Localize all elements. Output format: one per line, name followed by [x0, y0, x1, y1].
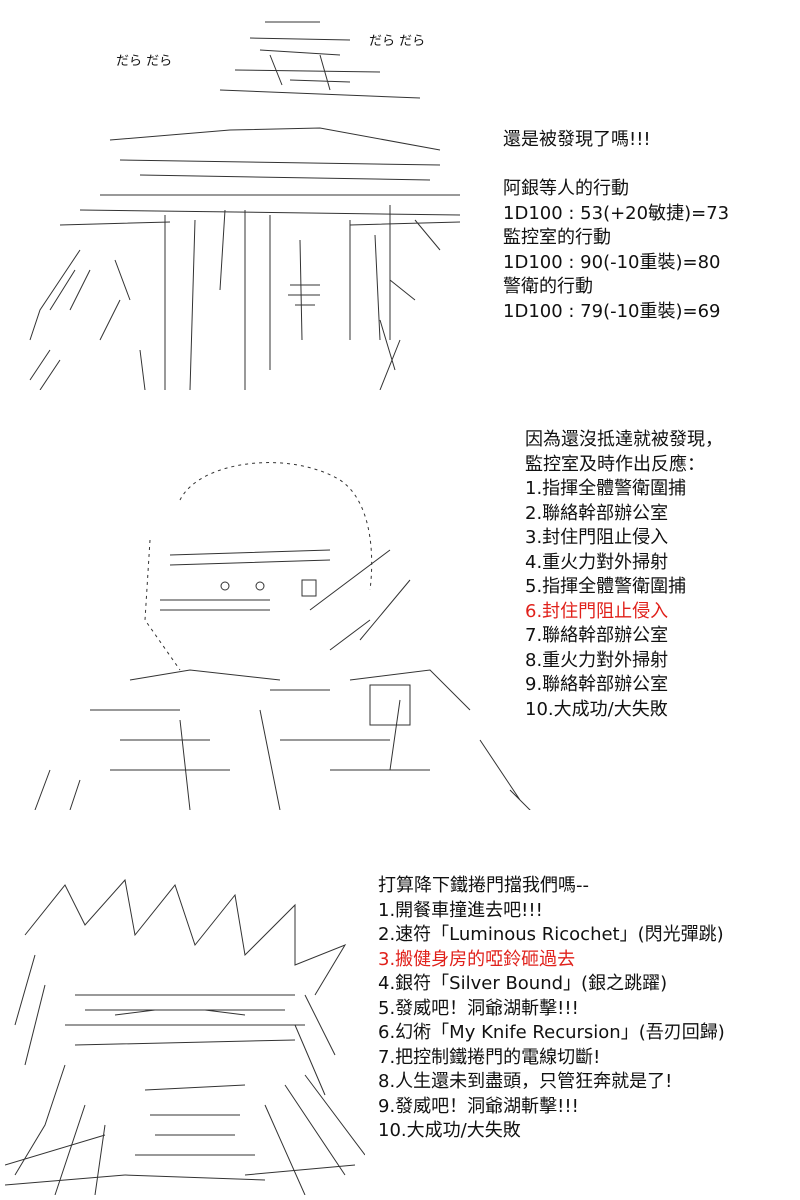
- option-item: 2.聯絡幹部辦公室: [525, 502, 669, 524]
- option-item: 9.聯絡幹部辦公室: [525, 674, 669, 695]
- option-item: 3.封住門阻止侵入: [525, 527, 669, 548]
- option-item: 5.指揮全體警衛圍捕: [525, 576, 687, 597]
- option-item: 4.銀符「Silver Bound」(銀之跳躍): [378, 973, 668, 994]
- option-item: 4.重火力對外掃射: [525, 551, 669, 573]
- option-item: 1.指揮全體警衛圍捕: [525, 478, 687, 499]
- option-item: 9.發威吧！洞爺湖斬擊!!!: [378, 1095, 579, 1117]
- option-item: 6.幻術「My Knife Recursion」(吾刃回歸): [378, 1022, 725, 1043]
- panel-3: 打算降下鐵捲門擋我們嗎-- 1.開餐車撞進去吧!!! 2.速符「Luminous…: [0, 860, 800, 1200]
- text-line: 1D100 : 53(+20敏捷)=73: [503, 202, 730, 224]
- sfx-left: だら だら: [116, 54, 173, 69]
- text-line: 1D100 : 90(-10重裝)=80: [503, 251, 721, 273]
- option-item: 8.人生還未到盡頭，只管狂奔就是了!: [378, 1071, 673, 1092]
- panel-2: 因為還沒抵達就被發現， 監控室及時作出反應： 1.指揮全體警衛圍捕 2.聯絡幹部…: [0, 420, 800, 820]
- ascii-art-silver-hair-character: [5, 875, 365, 1195]
- ascii-art-witch-hat-character: [20, 10, 470, 390]
- panel-1-text: 還是被發現了嗎!!! 阿銀等人的行動 1D100 : 53(+20敏捷)=73 …: [503, 128, 729, 324]
- option-item: 2.速符「Luminous Ricochet」(閃光彈跳): [378, 924, 724, 945]
- text-line: 警衛的行動: [503, 276, 593, 297]
- panel-3-text: 打算降下鐵捲門擋我們嗎-- 1.開餐車撞進去吧!!! 2.速符「Luminous…: [378, 874, 725, 1144]
- text-line: 因為還沒抵達就被發現，: [525, 429, 723, 450]
- option-item: 7.把控制鐵捲門的電線切斷!: [378, 1046, 601, 1068]
- text-line: 阿銀等人的行動: [503, 178, 629, 199]
- option-item-selected: 6.封住門阻止侵入: [525, 600, 669, 622]
- ascii-art-guard-character: [30, 440, 550, 810]
- option-item: 7.聯絡幹部辦公室: [525, 625, 669, 646]
- text-line: 1D100 : 79(-10重裝)=69: [503, 300, 721, 322]
- text-line: 打算降下鐵捲門擋我們嗎--: [378, 875, 589, 896]
- sfx-right: だら だら: [369, 34, 426, 49]
- text-line: 還是被發現了嗎!!!: [503, 129, 651, 150]
- panel-2-text: 因為還沒抵達就被發現， 監控室及時作出反應： 1.指揮全體警衛圍捕 2.聯絡幹部…: [525, 428, 723, 722]
- option-item: 10.大成功/大失敗: [378, 1120, 521, 1141]
- text-line: [503, 153, 729, 178]
- panel-1: だら だら だら だら 還是被發現了嗎!!! 阿銀等人的行動 1D100 : 5…: [0, 0, 800, 400]
- option-item: 1.開餐車撞進去吧!!!: [378, 899, 543, 921]
- option-item: 8.重火力對外掃射: [525, 649, 669, 671]
- option-item: 5.發威吧！洞爺湖斬擊!!!: [378, 997, 579, 1019]
- text-line: 監控室及時作出反應：: [525, 453, 705, 475]
- option-item-selected: 3.搬健身房的啞鈴砸過去: [378, 948, 576, 970]
- option-item: 10.大成功/大失敗: [525, 698, 668, 720]
- text-line: 監控室的行動: [503, 227, 611, 248]
